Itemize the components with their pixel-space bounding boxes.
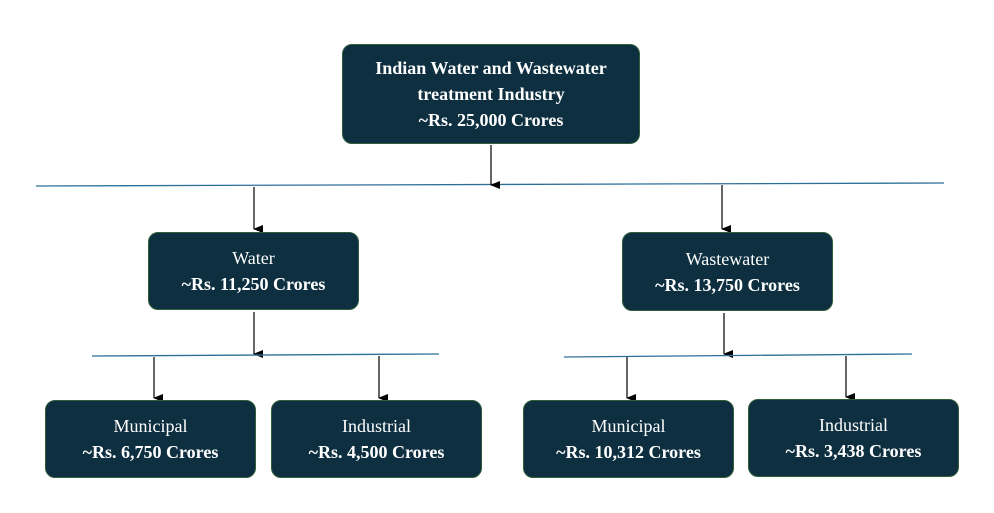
water-divider-line — [91, 353, 440, 357]
wastewater-label: Wastewater — [685, 248, 770, 269]
wastewater-node: Wastewater ~Rs. 13,750 Crores — [622, 232, 833, 311]
main-divider-line — [35, 182, 945, 187]
wastewater-municipal-node: Municipal ~Rs. 10,312 Crores — [523, 400, 734, 478]
root-node: Indian Water and Wastewater treatment In… — [342, 44, 640, 144]
root-line3: ~Rs. 25,000 Crores — [418, 110, 564, 130]
water-municipal-value: ~Rs. 6,750 Crores — [82, 442, 219, 462]
water-industrial-node: Industrial ~Rs. 4,500 Crores — [271, 400, 482, 478]
water-value: ~Rs. 11,250 Crores — [181, 274, 326, 294]
water-industrial-label: Industrial — [342, 416, 411, 436]
wastewater-value: ~Rs. 13,750 Crores — [655, 274, 800, 295]
wastewater-municipal-value: ~Rs. 10,312 Crores — [556, 442, 701, 462]
root-line2: treatment Industry — [417, 84, 565, 104]
water-label: Water — [232, 248, 275, 268]
wastewater-industrial-value: ~Rs. 3,438 Crores — [785, 441, 922, 461]
wastewater-municipal-label: Municipal — [591, 416, 666, 436]
water-node: Water ~Rs. 11,250 Crores — [148, 232, 359, 310]
wastewater-divider-line — [563, 353, 913, 358]
water-municipal-node: Municipal ~Rs. 6,750 Crores — [45, 400, 256, 478]
water-industrial-value: ~Rs. 4,500 Crores — [308, 442, 445, 462]
root-line1: Indian Water and Wastewater — [375, 58, 607, 78]
wastewater-industrial-label: Industrial — [819, 415, 888, 435]
wastewater-industrial-node: Industrial ~Rs. 3,438 Crores — [748, 399, 959, 477]
water-municipal-label: Municipal — [113, 416, 188, 436]
